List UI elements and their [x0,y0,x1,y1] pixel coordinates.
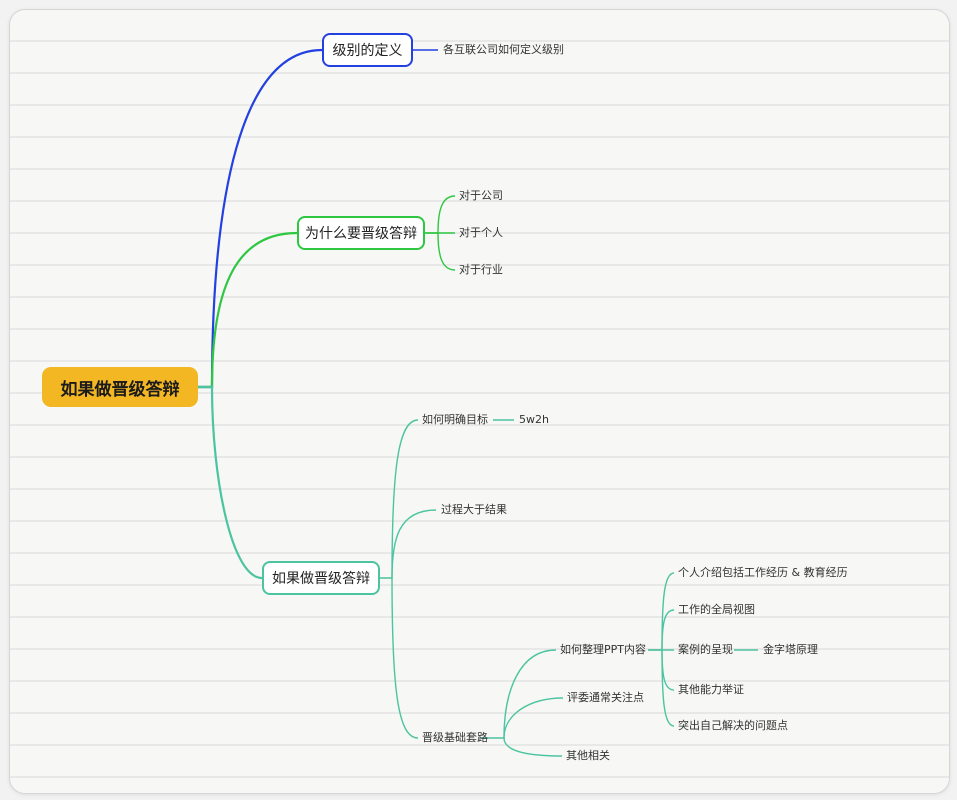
node-other[interactable]: 其他相关 [566,749,610,762]
connector-why-industry [437,232,456,271]
connector-how-goal [380,419,419,579]
node-routine[interactable]: 晋级基础套路 [422,731,488,744]
node-pyramid[interactable]: 金字塔原理 [763,643,818,656]
connector-why [198,231,298,389]
connector-definition [198,48,323,389]
node-definition-child[interactable]: 各互联公司如何定义级别 [443,43,564,56]
connector-ppt-ability [661,649,675,691]
node-ppt-problem[interactable]: 突出自己解决的问题点 [678,719,788,732]
connector-routine-focus [503,697,564,739]
node-ppt-case[interactable]: 案例的呈现 [678,643,733,656]
node-focus[interactable]: 评委通常关注点 [567,691,644,704]
node-5w2h[interactable]: 5w2h [519,413,549,426]
connector-routine-ppt [480,649,557,739]
node-how[interactable]: 如果做晋级答辩 [262,561,380,595]
connector-how-routine [391,577,419,739]
connector-how-process [391,509,437,579]
node-why[interactable]: 为什么要晋级答辩 [297,216,425,250]
node-goal[interactable]: 如何明确目标 [422,413,488,426]
node-ppt-ability[interactable]: 其他能力举证 [678,683,744,696]
mindmap-canvas [9,9,950,794]
connector-ppt-overview [661,609,675,651]
node-why-company[interactable]: 对于公司 [459,189,503,202]
node-ppt-intro[interactable]: 个人介绍包括工作经历 & 教育经历 [678,566,848,579]
connector-why-company [425,195,456,234]
node-ppt[interactable]: 如何整理PPT内容 [560,643,646,656]
connector-ppt-problem [661,649,675,727]
connector-routine-other [503,737,563,757]
connector-how [198,385,263,580]
node-ppt-overview[interactable]: 工作的全局视图 [678,603,755,616]
node-why-personal[interactable]: 对于个人 [459,226,503,239]
node-why-industry[interactable]: 对于行业 [459,263,503,276]
root-node[interactable]: 如果做晋级答辩 [42,367,198,407]
node-process[interactable]: 过程大于结果 [441,503,507,516]
node-definition[interactable]: 级别的定义 [322,33,413,67]
